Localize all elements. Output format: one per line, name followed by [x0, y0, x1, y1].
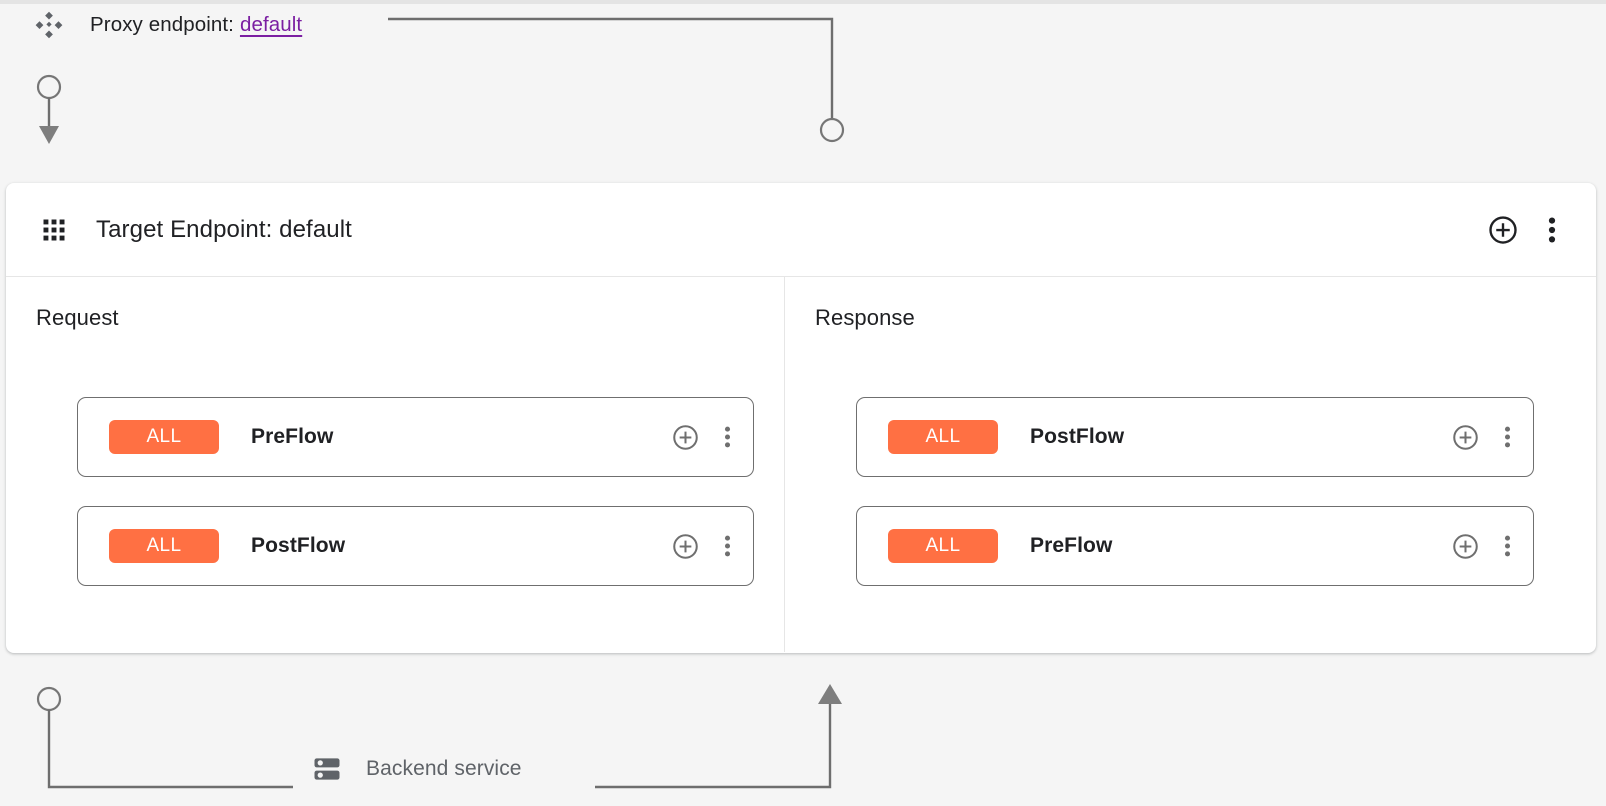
- plus-circle-icon: [1489, 215, 1517, 244]
- flow-card-response-postflow[interactable]: ALL PostFlow: [856, 397, 1534, 477]
- plus-circle-icon: [673, 533, 698, 559]
- flow-more-menu[interactable]: [724, 533, 731, 559]
- target-to-backend-node: [36, 686, 62, 712]
- flow-actions: [1452, 533, 1511, 560]
- flow-actions: [672, 424, 731, 451]
- backend-to-target-arrowhead: [818, 684, 842, 704]
- target-endpoint-more-menu[interactable]: [1548, 216, 1556, 244]
- target-to-backend-line: [47, 710, 293, 789]
- flow-more-menu[interactable]: [724, 424, 731, 450]
- add-policy-button[interactable]: [672, 424, 699, 451]
- plus-circle-icon: [1453, 533, 1478, 559]
- flow-actions: [1452, 424, 1511, 451]
- flow-columns: Request ALL PreFlow: [6, 277, 1596, 652]
- page-title: Target Endpoint: default: [96, 215, 352, 243]
- flow-more-menu[interactable]: [1504, 424, 1511, 450]
- proxy-endpoint-label: Proxy endpoint:: [90, 13, 234, 36]
- more-vertical-icon: [1504, 426, 1511, 448]
- flow-name: PostFlow: [251, 534, 346, 557]
- more-vertical-icon: [724, 535, 731, 557]
- flow-more-menu[interactable]: [1504, 533, 1511, 559]
- more-vertical-icon: [1548, 217, 1556, 242]
- flow-card-response-preflow[interactable]: ALL PreFlow: [856, 506, 1534, 586]
- request-column-title: Request: [36, 305, 119, 330]
- more-vertical-icon: [724, 426, 731, 448]
- flow-name: PreFlow: [1030, 534, 1113, 557]
- proxy-endpoint-diamond-icon: [35, 11, 63, 39]
- inbound-request-node: [36, 74, 62, 100]
- server-stack-icon: [314, 758, 340, 780]
- proxy-to-target-connector: [388, 17, 834, 118]
- add-policy-button[interactable]: [672, 533, 699, 560]
- flow-badge: ALL: [888, 529, 998, 563]
- backend-to-target-line: [595, 704, 832, 789]
- request-flow-list: ALL PreFlow: [77, 397, 754, 615]
- proxy-endpoint-header: Proxy endpoint:default: [34, 6, 302, 44]
- add-policy-button[interactable]: [1452, 533, 1479, 560]
- inbound-request-arrowhead: [39, 126, 59, 144]
- flow-name: PreFlow: [251, 425, 334, 448]
- flow-badge: ALL: [888, 420, 998, 454]
- backend-service[interactable]: Backend service: [312, 748, 522, 790]
- flow-badge: ALL: [109, 529, 219, 563]
- proxy-endpoint-title: Proxy endpoint:default: [90, 13, 302, 37]
- flow-actions: [672, 533, 731, 560]
- backend-service-label: Backend service: [366, 757, 522, 780]
- add-target-endpoint-button[interactable]: [1488, 215, 1518, 245]
- target-endpoint-actions: [1488, 215, 1556, 245]
- more-vertical-icon: [1504, 535, 1511, 557]
- request-column: Request ALL PreFlow: [6, 277, 785, 652]
- response-flow-list: ALL PostFlow: [856, 397, 1534, 615]
- add-policy-button[interactable]: [1452, 424, 1479, 451]
- grid-dots-icon: [43, 219, 65, 240]
- response-column: Response ALL PostFlow: [785, 277, 1596, 652]
- proxy-endpoint-value-link[interactable]: default: [239, 13, 303, 36]
- response-column-title: Response: [815, 305, 915, 330]
- proxy-to-target-node: [819, 117, 845, 143]
- top-divider: [0, 0, 1606, 4]
- flow-badge: ALL: [109, 420, 219, 454]
- flow-card-request-postflow[interactable]: ALL PostFlow: [77, 506, 754, 586]
- target-endpoint-panel: Target Endpoint: default Request: [6, 183, 1596, 653]
- plus-circle-icon: [673, 424, 698, 450]
- target-endpoint-header: Target Endpoint: default: [6, 183, 1596, 277]
- flow-name: PostFlow: [1030, 425, 1125, 448]
- flow-card-request-preflow[interactable]: ALL PreFlow: [77, 397, 754, 477]
- plus-circle-icon: [1453, 424, 1478, 450]
